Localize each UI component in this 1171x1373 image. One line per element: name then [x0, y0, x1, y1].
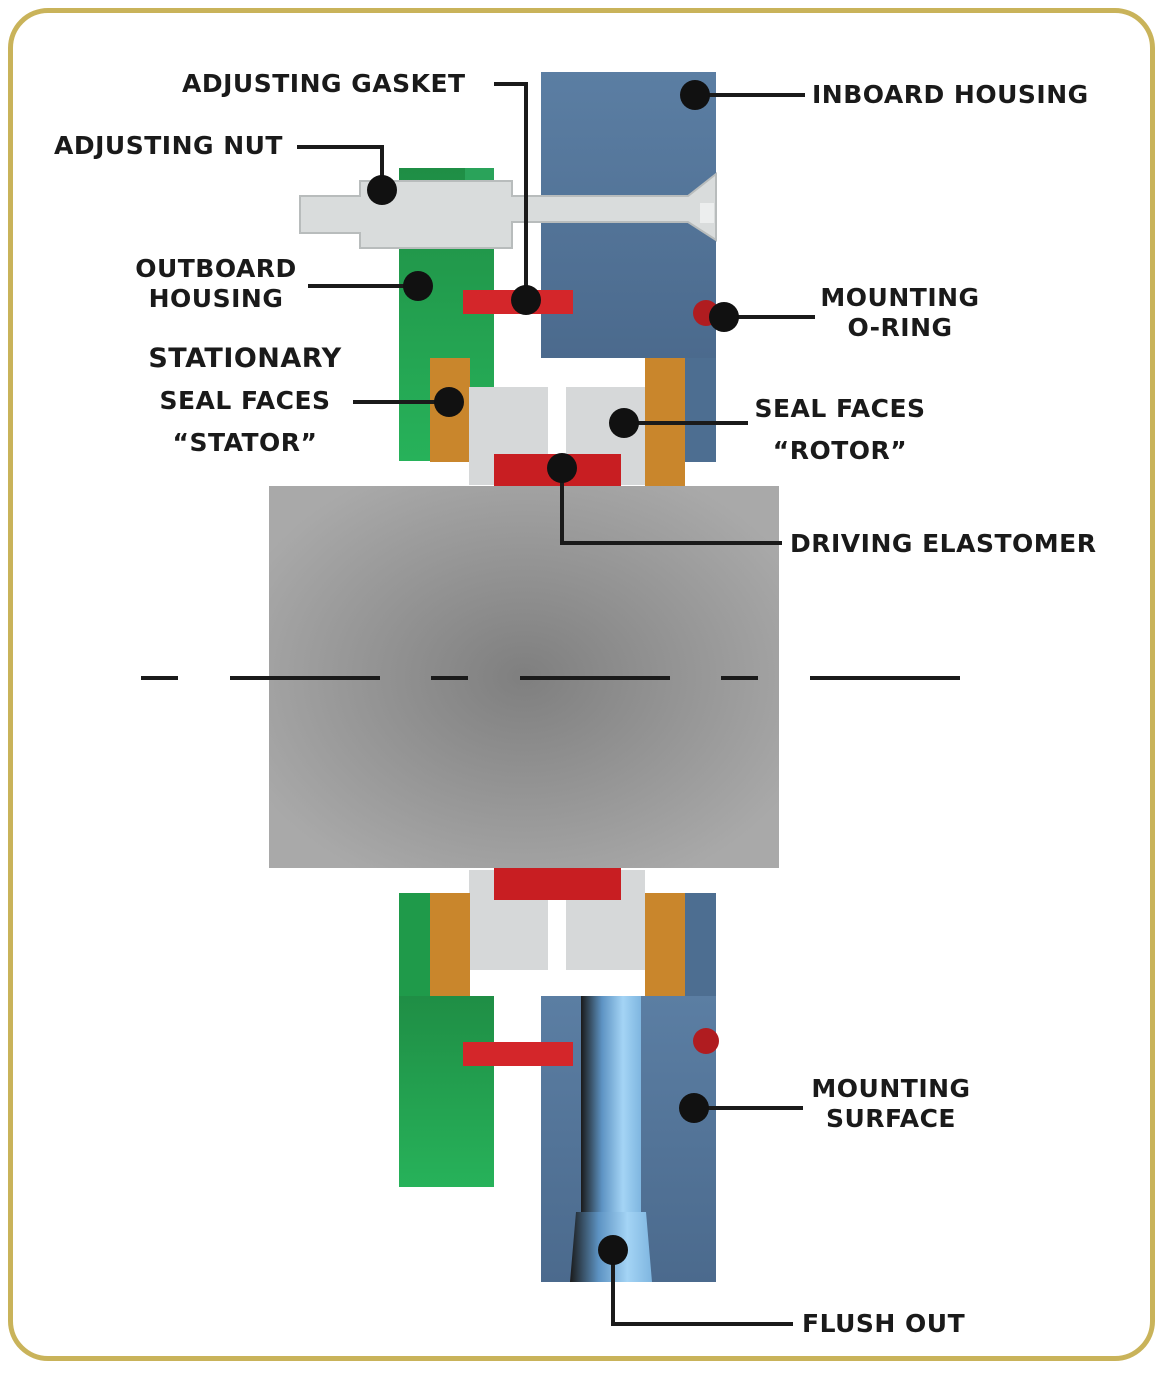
rotor-carrier-lower	[645, 893, 685, 996]
inboard-housing-dot	[680, 80, 710, 110]
flush-out-dot	[598, 1235, 628, 1265]
label-adjusting-nut: ADJUSTING NUT	[54, 131, 283, 160]
stator-dot	[434, 387, 464, 417]
mounting-oring-lower	[693, 1028, 719, 1054]
label-inboard-housing: INBOARD HOUSING	[812, 80, 1089, 109]
label-adjusting-gasket: ADJUSTING GASKET	[182, 69, 466, 98]
leader-lines	[297, 82, 815, 1326]
driving-elastomer-lower-top	[494, 868, 621, 900]
bolt-head-cap	[700, 203, 714, 223]
label-mounting-surface-line2: SURFACE	[825, 1104, 957, 1133]
label-rotor-seal-faces: SEAL FACES “ROTOR”	[736, 388, 944, 472]
adjusting-nut-dot	[367, 175, 397, 205]
outboard-housing-lower	[399, 893, 430, 996]
stator-carrier-lower	[430, 893, 470, 996]
label-stationary-seal-faces: STATIONARY SEAL FACES “STATOR”	[138, 338, 352, 464]
label-mounting-surface-line1: MOUNTING	[811, 1074, 971, 1103]
label-outboard-housing-line2: HOUSING	[148, 284, 284, 313]
mounting-surface-dot	[679, 1093, 709, 1123]
label-mounting-oring: MOUNTING O-RING	[800, 283, 1000, 343]
label-stationary-line3: “STATOR”	[172, 428, 318, 457]
rotor-dot	[609, 408, 639, 438]
label-stationary-line1: STATIONARY	[148, 343, 342, 374]
adjusting-bolt	[299, 171, 717, 249]
outboard-housing-dot	[403, 271, 433, 301]
adjusting-gasket-lower	[463, 1042, 573, 1066]
label-rotor-line2: “ROTOR”	[772, 436, 908, 465]
label-mounting-surface: MOUNTING SURFACE	[796, 1074, 986, 1134]
adjusting-gasket-dot	[511, 285, 541, 315]
outboard-housing-lower-main	[399, 996, 494, 1187]
label-rotor-line1: SEAL FACES	[754, 394, 926, 423]
label-flush-out: FLUSH OUT	[802, 1309, 966, 1338]
label-mounting-oring-line1: MOUNTING	[820, 283, 980, 312]
mounting-oring-dot	[709, 302, 739, 332]
label-outboard-housing-line1: OUTBOARD	[135, 254, 297, 283]
label-mounting-oring-line2: O-RING	[847, 313, 953, 342]
driving-elastomer-dot	[547, 453, 577, 483]
label-stationary-line2: SEAL FACES	[159, 386, 331, 415]
inboard-housing-lower-side	[685, 893, 716, 996]
label-driving-elastomer: DRIVING ELASTOMER	[790, 529, 1097, 558]
label-outboard-housing: OUTBOARD HOUSING	[118, 254, 314, 314]
flush-out-channel	[581, 996, 641, 1212]
